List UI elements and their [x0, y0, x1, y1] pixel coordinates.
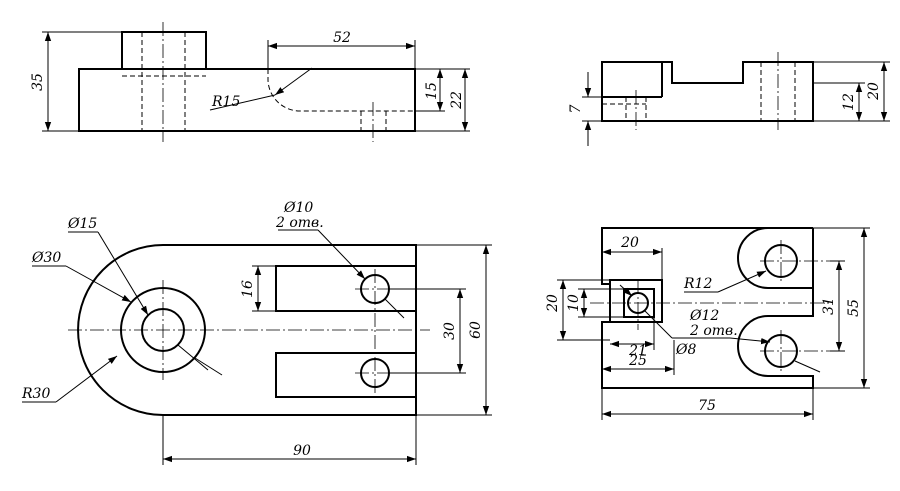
dim-75: 75 [698, 398, 716, 414]
dim-d10-holes-note: 2 отв. [275, 215, 324, 231]
leader-line [209, 94, 276, 111]
dim-16: 16 [240, 280, 256, 298]
leader-line [55, 355, 118, 403]
leader-line [177, 344, 209, 371]
leader-line [317, 229, 366, 280]
front-base-outline [78, 68, 416, 132]
dim-d8: Ø8 [675, 342, 696, 358]
side-view: 7 12 20 [568, 52, 890, 146]
front-view: 35 52 R15 15 22 [30, 22, 470, 142]
top-slot-lower [275, 352, 416, 398]
dim-20: 20 [866, 82, 882, 101]
leader-line [384, 298, 405, 319]
dim-35: 35 [30, 73, 46, 91]
dim-25: 25 [628, 353, 647, 369]
dim-R12: R12 [683, 276, 712, 292]
leader-line [65, 265, 132, 303]
dim-20-vertical: 20 [545, 294, 561, 313]
dim-30: 30 [442, 322, 458, 340]
dim-10: 10 [566, 294, 582, 312]
dim-R15: R15 [211, 94, 240, 110]
dim-d10: Ø10 [283, 200, 313, 216]
front-boss-outline [121, 31, 207, 70]
right-view: 20 20 10 R12 Ø12 2 отв. 21 Ø8 25 [545, 227, 870, 420]
dim-7: 7 [568, 104, 584, 113]
leader-line [274, 67, 313, 96]
dim-55: 55 [846, 299, 862, 317]
dim-20-horizontal: 20 [620, 235, 639, 251]
leader-line [729, 337, 771, 345]
leader-line [794, 360, 821, 373]
top-outline [77, 244, 417, 416]
dim-22: 22 [449, 91, 465, 110]
leader-line [194, 357, 223, 376]
dim-60: 60 [468, 321, 484, 339]
dim-31: 31 [821, 297, 837, 315]
dim-d15: Ø15 [67, 216, 97, 232]
dim-52: 52 [333, 30, 351, 46]
right-outline [601, 227, 814, 389]
leader-line [619, 284, 633, 297]
dim-d30: Ø30 [31, 250, 61, 266]
leader-line [97, 231, 149, 316]
dim-d12: Ø12 [689, 308, 719, 324]
dim-21: 21 [628, 343, 647, 359]
front-hidden-slot [267, 69, 415, 112]
dim-15: 15 [424, 82, 440, 100]
leader-line [643, 309, 673, 339]
top-view: Ø15 Ø30 Ø10 2 отв. 16 30 60 R30 [21, 200, 492, 465]
dim-R30: R30 [21, 386, 50, 402]
dim-d12-holes-note: 2 отв. [689, 323, 738, 339]
top-slot-upper [275, 265, 416, 312]
dim-12: 12 [841, 93, 857, 111]
dim-90: 90 [293, 443, 311, 459]
side-outline [601, 61, 814, 122]
leader-line [717, 270, 767, 293]
